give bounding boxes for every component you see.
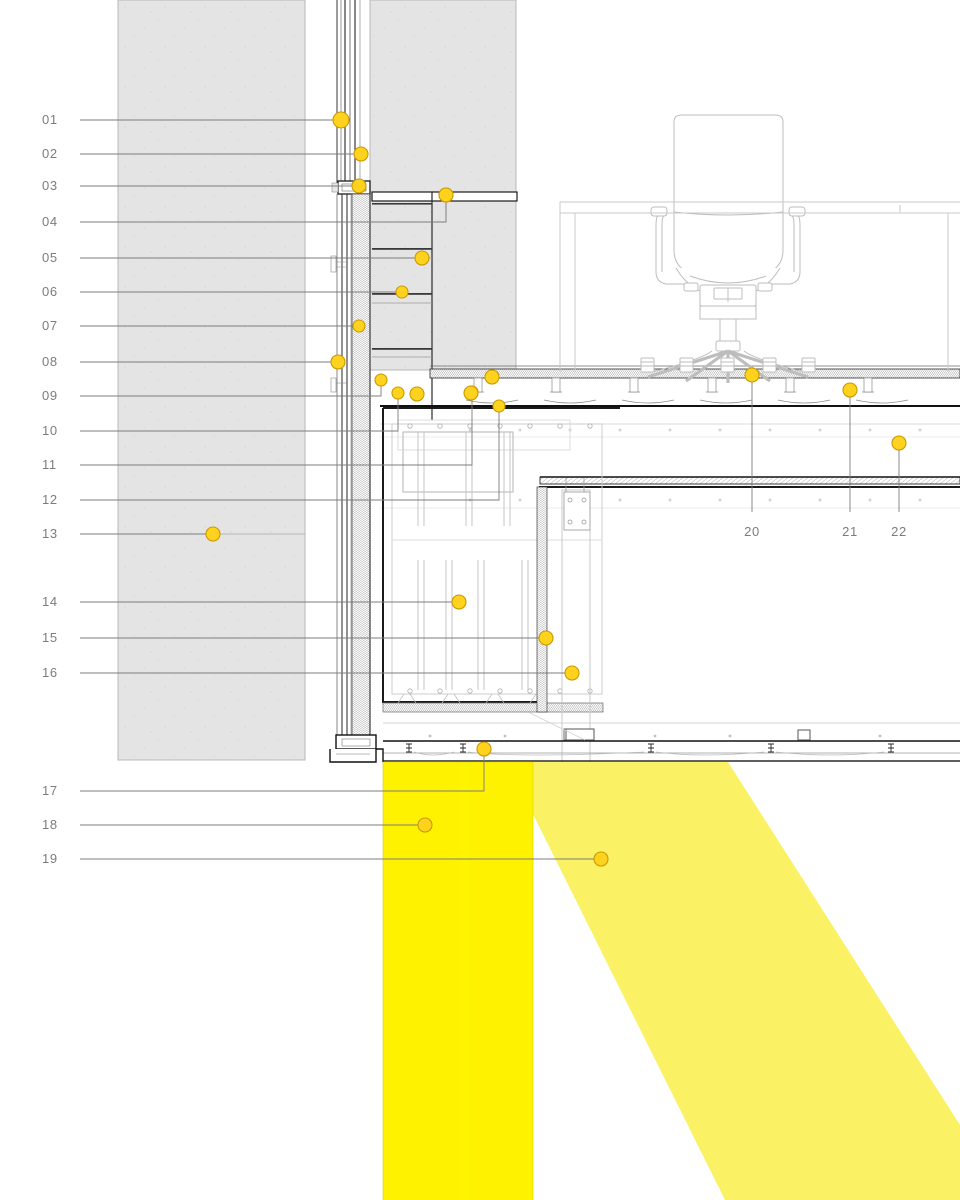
callout-marker-dot[interactable]: [352, 319, 366, 333]
concrete-slab-upper-right: [369, 0, 517, 371]
callout-label-06: 06: [42, 284, 58, 299]
callout-marker-dot[interactable]: [330, 354, 346, 370]
callout-label-18: 18: [42, 817, 58, 832]
callout-marker-dot[interactable]: [593, 851, 609, 867]
callout-marker-dot[interactable]: [744, 367, 760, 383]
leader-line: [80, 406, 500, 501]
leader-line: [80, 380, 382, 397]
leader-line: [80, 195, 447, 223]
callout-label-01: 01: [42, 112, 58, 127]
callout-marker-dot[interactable]: [409, 386, 425, 402]
callout-marker-dot[interactable]: [438, 187, 454, 203]
callout-label-22: 22: [891, 524, 907, 539]
leader-lines: [80, 119, 900, 860]
leader-line: [80, 392, 473, 466]
callout-label-19: 19: [42, 851, 58, 866]
callout-marker-dot[interactable]: [351, 178, 367, 194]
callout-label-15: 15: [42, 630, 58, 645]
office-task-chair: [640, 114, 816, 383]
callout-marker-dot[interactable]: [492, 399, 506, 413]
curtain-wall-sill: [329, 734, 384, 763]
callout-marker-dot[interactable]: [463, 385, 479, 401]
callout-label-12: 12: [42, 492, 58, 507]
callout-marker-dot[interactable]: [395, 285, 409, 299]
callout-label-17: 17: [42, 783, 58, 798]
callout-label-13: 13: [42, 526, 58, 541]
callout-label-20: 20: [744, 524, 760, 539]
daylight-beams: [382, 761, 960, 1200]
callout-label-10: 10: [42, 423, 58, 438]
callout-marker-dot[interactable]: [484, 369, 500, 385]
callout-marker-dot[interactable]: [414, 250, 430, 266]
callout-marker-dot[interactable]: [332, 111, 350, 129]
callout-label-21: 21: [842, 524, 858, 539]
callout-label-14: 14: [42, 594, 58, 609]
desk: [559, 201, 960, 372]
callout-label-16: 16: [42, 665, 58, 680]
callout-markers: [205, 111, 907, 867]
callout-marker-dot[interactable]: [205, 526, 221, 542]
callout-label-04: 04: [42, 214, 58, 229]
callout-label-11: 11: [42, 457, 57, 472]
callout-marker-dot[interactable]: [842, 382, 858, 398]
leader-line: [80, 393, 399, 432]
callout-label-09: 09: [42, 388, 58, 403]
callout-label-07: 07: [42, 318, 58, 333]
callout-marker-dot[interactable]: [417, 817, 433, 833]
callout-marker-dot[interactable]: [353, 146, 369, 162]
leader-line: [80, 749, 485, 792]
callout-marker-dot[interactable]: [564, 665, 580, 681]
callout-marker-dot[interactable]: [538, 630, 554, 646]
callout-label-05: 05: [42, 250, 58, 265]
callout-marker-dot[interactable]: [891, 435, 907, 451]
callout-marker-dot[interactable]: [451, 594, 467, 610]
callout-marker-dot[interactable]: [476, 741, 492, 757]
callout-marker-dot[interactable]: [374, 373, 388, 387]
callout-label-08: 08: [42, 354, 58, 369]
callout-label-03: 03: [42, 178, 58, 193]
callout-label-02: 02: [42, 146, 58, 161]
callout-marker-dot[interactable]: [391, 386, 405, 400]
